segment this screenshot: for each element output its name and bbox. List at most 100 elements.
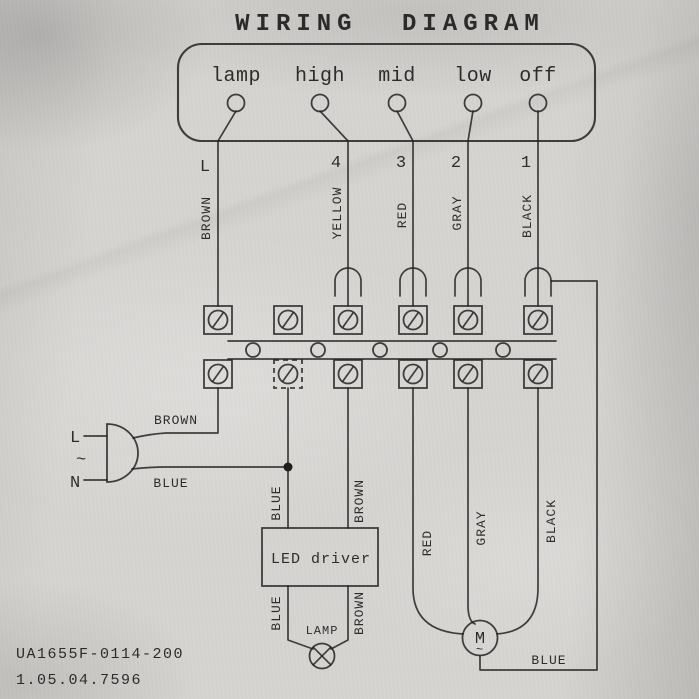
screw-slot bbox=[407, 312, 419, 328]
screw-head-icon bbox=[457, 363, 479, 385]
motor-wave-symbol: ~ bbox=[476, 643, 484, 657]
wire-loop bbox=[454, 267, 482, 297]
red-wire-to-motor bbox=[412, 387, 464, 635]
screw-head-icon bbox=[337, 309, 359, 331]
led-driver-circuit: BLUE BROWN LED driver BLUE BROWN LAMP bbox=[261, 387, 379, 670]
return-wire-label: BLUE bbox=[531, 653, 566, 668]
wire-color-label: BLACK bbox=[520, 194, 535, 238]
wire-terminal-label: 4 bbox=[331, 154, 341, 173]
wire-terminal-label: 2 bbox=[451, 154, 461, 173]
bus-hole bbox=[310, 342, 326, 358]
neutral-wire-blue bbox=[131, 466, 289, 470]
power-input: L ~ N BROWN BLUE bbox=[70, 387, 293, 493]
wire-2-gray bbox=[467, 110, 474, 307]
screw-head-icon bbox=[402, 309, 424, 331]
screw-slot bbox=[532, 366, 544, 382]
motor-symbol: M bbox=[475, 630, 485, 649]
driver-input-label: BLUE bbox=[269, 485, 284, 520]
driver-input-label: BROWN bbox=[352, 479, 367, 523]
screw-slot bbox=[212, 366, 224, 382]
switch-indicator-off bbox=[528, 93, 548, 113]
wire-terminal-label: L bbox=[200, 158, 210, 177]
lamp-icon bbox=[308, 642, 336, 670]
switch-box-outline bbox=[176, 42, 597, 143]
blue-wire-to-lamp bbox=[287, 585, 314, 650]
motor-icon: M ~ bbox=[461, 619, 499, 657]
wire-loop bbox=[334, 267, 362, 297]
motor-lead-label: GRAY bbox=[474, 510, 489, 545]
screw-head-icon bbox=[207, 309, 229, 331]
live-label: L bbox=[70, 429, 80, 448]
terminal-row-bottom bbox=[203, 359, 553, 389]
terminal-row-top bbox=[203, 305, 553, 335]
revision-code: 1.05.04.7596 bbox=[16, 672, 142, 689]
ac-wave-symbol: ~ bbox=[76, 451, 86, 470]
driver-output-label: BROWN bbox=[352, 591, 367, 635]
live-wire-label: BROWN bbox=[154, 413, 198, 428]
switch-position-off: off bbox=[519, 65, 557, 88]
wire-terminal-label: 3 bbox=[396, 154, 406, 173]
switch-position-high: high bbox=[295, 65, 345, 88]
live-wire-brown bbox=[132, 387, 219, 439]
terminal-screw bbox=[523, 305, 553, 335]
led-driver-box bbox=[261, 527, 379, 587]
driver-output-label: BLUE bbox=[269, 595, 284, 630]
neutral-label: N bbox=[70, 474, 80, 493]
wire-3-red bbox=[396, 110, 414, 307]
screw-head-icon bbox=[337, 363, 359, 385]
gray-wire-to-motor bbox=[467, 387, 476, 625]
switch-indicator-high bbox=[310, 93, 330, 113]
terminal-block bbox=[203, 267, 557, 389]
footer: UA1655F-0114-200 1.05.04.7596 bbox=[16, 646, 184, 689]
screw-slot bbox=[212, 312, 224, 328]
switch-position-mid: mid bbox=[378, 65, 416, 88]
terminal-screw bbox=[398, 305, 428, 335]
motor-circuit: RED GRAY BLACK M ~ BLUE bbox=[412, 280, 598, 671]
motor-lead-label: RED bbox=[420, 530, 435, 556]
terminal-screw bbox=[203, 305, 233, 335]
bus-hole bbox=[495, 342, 511, 358]
screw-slot bbox=[342, 312, 354, 328]
wire-loop bbox=[399, 267, 427, 297]
screw-head-icon bbox=[207, 363, 229, 385]
screw-head-icon bbox=[527, 309, 549, 331]
switch-position-lamp: lamp bbox=[211, 65, 261, 88]
blue-return-wire bbox=[479, 280, 598, 671]
switch-wires: L 4 3 2 1 BROWN YELLOW RED GRAY BLACK bbox=[199, 110, 539, 307]
screw-slot bbox=[462, 366, 474, 382]
terminal-screw bbox=[273, 305, 303, 335]
wire-4-yellow bbox=[319, 110, 349, 307]
wire-loop bbox=[524, 267, 552, 297]
screw-slot bbox=[407, 366, 419, 382]
screw-head-icon bbox=[277, 363, 299, 385]
wire-color-label: YELLOW bbox=[330, 187, 345, 240]
plug-icon bbox=[106, 423, 139, 483]
screw-slot bbox=[342, 366, 354, 382]
switch-indicator-lamp bbox=[226, 93, 246, 113]
bus-hole bbox=[245, 342, 261, 358]
black-wire-to-motor bbox=[496, 387, 539, 635]
screw-slot bbox=[532, 312, 544, 328]
wire-color-label: RED bbox=[395, 202, 410, 228]
screw-slot bbox=[282, 312, 294, 328]
page-title: WIRING DIAGRAM bbox=[235, 11, 545, 38]
brown-wire-to-lamp bbox=[330, 585, 349, 650]
switch-position-low: low bbox=[454, 65, 492, 88]
terminal-screw-dashed bbox=[273, 359, 303, 389]
led-driver-label: LED driver bbox=[271, 551, 371, 568]
screw-head-icon bbox=[457, 309, 479, 331]
screw-head-icon bbox=[277, 309, 299, 331]
screw-slot bbox=[282, 366, 294, 382]
screw-head-icon bbox=[527, 363, 549, 385]
part-number: UA1655F-0114-200 bbox=[16, 646, 184, 663]
switch-indicator-mid bbox=[387, 93, 407, 113]
switch-box: lamp high mid low off bbox=[176, 42, 597, 143]
terminal-screw bbox=[453, 305, 483, 335]
bus-hole bbox=[432, 342, 448, 358]
lamp-label: LAMP bbox=[306, 624, 339, 638]
wire-lamp-brown bbox=[217, 110, 237, 307]
switch-indicator-low bbox=[463, 93, 483, 113]
neutral-wire-label: BLUE bbox=[153, 476, 188, 491]
